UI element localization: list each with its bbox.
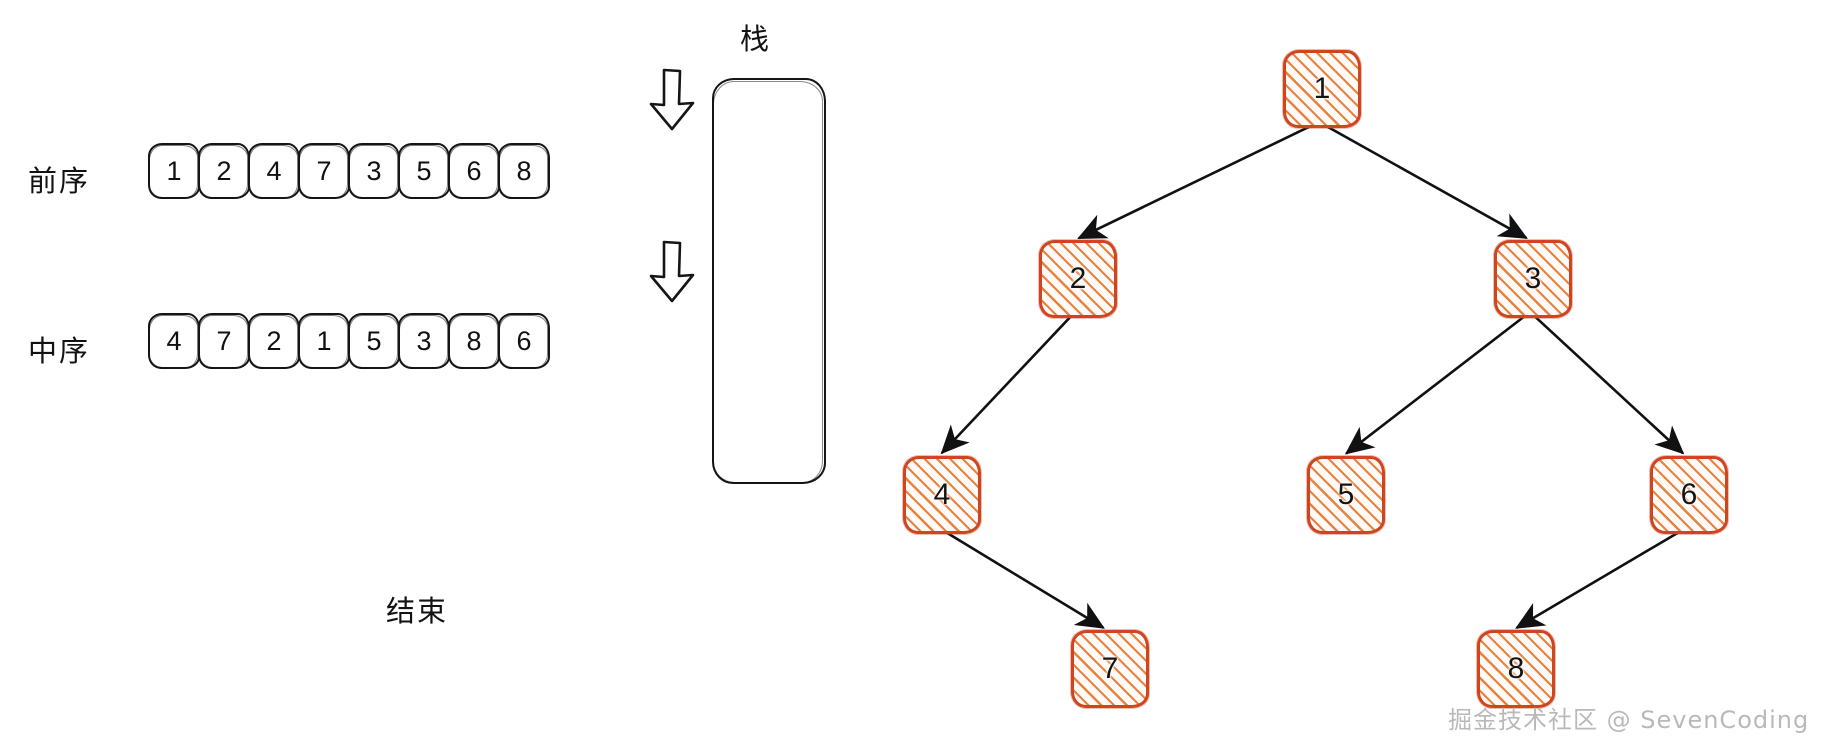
tree-edge-1-3 [1319, 121, 1528, 239]
sequence-cell-box [448, 143, 500, 199]
sequence-cell-value: 7 [316, 155, 332, 186]
tree-node-6[interactable]: 6 [1650, 456, 1728, 534]
sequence-cell-box [298, 143, 350, 199]
sequence-cell: 8 [448, 313, 500, 369]
tree-node-label: 4 [933, 478, 951, 511]
stack-container [712, 78, 826, 484]
tree-node-label: 1 [1313, 72, 1331, 105]
sequence-cell-value: 4 [266, 155, 282, 186]
tree-node-3[interactable]: 3 [1494, 240, 1572, 318]
tree-node-1[interactable]: 1 [1283, 50, 1361, 128]
watermark-text: 掘金技术社区 @ SevenCoding [1448, 706, 1810, 734]
inorder-row-label: 中序 [28, 334, 91, 368]
sequence-cell: 3 [398, 313, 450, 369]
push-arrow-preorder [645, 68, 699, 132]
sequence-cell: 8 [498, 143, 550, 199]
sequence-cell: 1 [148, 143, 200, 199]
preorder-row-label: 前序 [28, 164, 91, 198]
tree-node-label: 3 [1524, 262, 1542, 295]
preorder-sequence: 1 2 4 7 3 5 6 8 [148, 143, 550, 199]
sequence-cell-box [198, 143, 250, 199]
push-arrow-inorder [645, 240, 699, 304]
sequence-cell-value: 6 [466, 155, 482, 186]
sequence-cell: 7 [198, 313, 250, 369]
tree-node-8[interactable]: 8 [1477, 630, 1555, 708]
tree-edge-2-4 [940, 312, 1075, 455]
sequence-cell-box [498, 143, 550, 199]
tree-edge-1-2 [1077, 121, 1319, 240]
tree-edge-3-6 [1530, 312, 1685, 455]
tree-node-label: 5 [1337, 478, 1355, 511]
sequence-cell: 6 [498, 313, 550, 369]
tree-node-label: 8 [1507, 652, 1525, 685]
sequence-cell-box [298, 313, 350, 369]
tree-edge-4-7 [939, 527, 1105, 629]
tree-node-label: 6 [1680, 478, 1698, 511]
sequence-cell: 5 [398, 143, 450, 199]
sequence-cell: 2 [198, 143, 250, 199]
tree-node-label: 2 [1069, 262, 1087, 295]
sequence-cell-value: 5 [366, 325, 382, 356]
sequence-cell: 6 [448, 143, 500, 199]
end-label: 结束 [386, 594, 449, 628]
sequence-cell-value: 8 [516, 155, 532, 186]
tree-node-2[interactable]: 2 [1039, 240, 1117, 318]
sequence-cell-value: 3 [416, 325, 432, 356]
sequence-cell-value: 7 [216, 325, 232, 356]
tree-edge-6-8 [1515, 527, 1686, 629]
stack-title: 栈 [740, 22, 772, 56]
sequence-cell-value: 1 [166, 155, 182, 186]
sequence-cell-value: 6 [516, 325, 532, 356]
sequence-cell-value: 3 [366, 155, 382, 186]
tree-node-label: 7 [1101, 652, 1119, 685]
sequence-cell: 4 [148, 313, 200, 369]
sequence-cell-box [148, 143, 200, 199]
sequence-cell-value: 4 [166, 325, 182, 356]
sequence-cell: 4 [248, 143, 300, 199]
sequence-cell: 7 [298, 143, 350, 199]
sequence-cell: 2 [248, 313, 300, 369]
tree-node-7[interactable]: 7 [1071, 630, 1149, 708]
sequence-cell-box [348, 313, 400, 369]
inorder-sequence: 4 7 2 1 5 3 8 6 [148, 313, 550, 369]
sequence-cell-value: 1 [316, 325, 332, 356]
sequence-cell-box [498, 313, 550, 369]
sequence-cell: 3 [348, 143, 400, 199]
tree-node-5[interactable]: 5 [1307, 456, 1385, 534]
sequence-cell: 1 [298, 313, 350, 369]
tree-node-4[interactable]: 4 [903, 456, 981, 534]
tree-edge-3-5 [1344, 311, 1530, 455]
sequence-cell-value: 2 [216, 155, 232, 186]
sequence-cell-box [198, 313, 250, 369]
sequence-cell-box [248, 143, 300, 199]
sequence-cell: 5 [348, 313, 400, 369]
sequence-cell-value: 5 [416, 155, 432, 186]
sequence-cell-value: 2 [266, 325, 282, 356]
sequence-cell-box [398, 143, 450, 199]
sequence-cell-value: 8 [466, 325, 482, 356]
sequence-cell-box [148, 313, 200, 369]
